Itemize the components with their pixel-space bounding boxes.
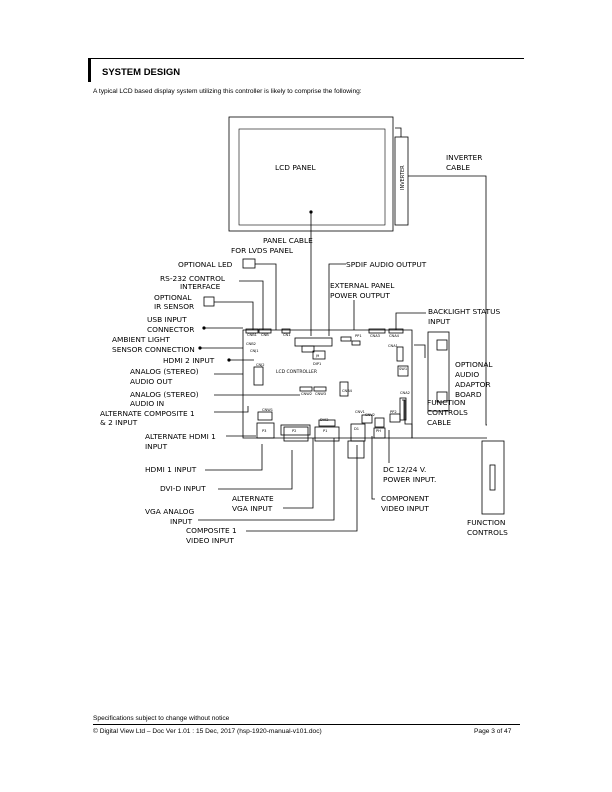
audio-in-label-1: ANALOG (STEREO) (130, 390, 199, 399)
lcd-panel-label: LCD PANEL (275, 163, 317, 172)
alt-vga-label-2: VGA INPUT (232, 504, 273, 513)
ir-sensor-icon (203, 296, 215, 307)
audio-board-label-3: ADAPTOR (455, 380, 491, 389)
usb-label-1: USB INPUT (147, 315, 187, 324)
vga-label-1: VGA ANALOG (145, 507, 194, 516)
ir-sensor-label-1: OPTIONAL (154, 293, 192, 302)
inverter-cable-label-2: CABLE (446, 163, 470, 172)
board-mark-ph: PH (376, 429, 381, 433)
led-icon (242, 258, 256, 269)
rs232-label-2: INTERFACE (180, 282, 221, 291)
function-controls-unit (481, 440, 505, 515)
board-mark-cnb4: CNB4 (342, 389, 353, 393)
alt-hdmi-label-1: ALTERNATE HDMI 1 (145, 432, 216, 441)
dc-power-label-1: DC 12/24 V. (383, 465, 426, 474)
board-mark-cna3: CNA3 (370, 334, 380, 338)
heading-left-bar (88, 58, 91, 82)
ambient-label-2: SENSOR CONNECTION (112, 345, 195, 354)
board-mark-cnb2: CNB2 (246, 342, 256, 346)
fn-cable-label-1: FUNCTION (427, 398, 465, 407)
audio-board-label-4: BOARD (455, 390, 482, 399)
board-label: LCD CONTROLLER (276, 369, 317, 375)
footer-note: Specifications subject to change without… (93, 715, 230, 722)
panel-cable-label-2: FOR LVDS PANEL (231, 246, 294, 255)
board-mark-p2: P2 (292, 429, 296, 433)
board-mark-pp1: PP1 (355, 334, 362, 338)
spdif-label: SPDIF AUDIO OUTPUT (346, 260, 427, 269)
ext-power-label-2: POWER OUTPUT (330, 291, 390, 300)
ext-power-label-1: EXTERNAL PANEL (330, 281, 395, 290)
section-heading: SYSTEM DESIGN (88, 58, 524, 82)
composite-jack (347, 440, 365, 459)
footer-page-number: Page 3 of 47 (474, 728, 512, 735)
section-title: SYSTEM DESIGN (102, 67, 181, 78)
fn-cable-label-2: CONTROLS (427, 408, 468, 417)
composite-label-2: VIDEO INPUT (186, 536, 234, 545)
board-mark-cnv2: CNV2 (365, 413, 375, 417)
audio-out-label-1: ANALOG (STEREO) (130, 367, 199, 376)
ir-sensor-label-2: IR SENSOR (154, 302, 194, 311)
heading-top-rule (88, 58, 524, 59)
rs232-label-1: RS-232 CONTROL (160, 274, 226, 283)
backlight-label-2: INPUT (428, 317, 451, 326)
dc-power-label-2: POWER INPUT. (383, 475, 436, 484)
audio-board-label-1: OPTIONAL (455, 360, 493, 369)
board-mark-sw1: SW1 (399, 367, 407, 371)
board-mark-d1: D1 (354, 427, 359, 431)
audio-adaptor-board (427, 331, 450, 412)
composite-label-1: COMPOSITE 1 (186, 526, 237, 535)
intro-text: A typical LCD based display system utili… (93, 88, 362, 95)
alt-composite-label-1: ALTERNATE COMPOSITE 1 (100, 409, 195, 418)
audio-out-label-2: AUDIO OUT (130, 377, 173, 386)
inverter-label: INVERTER (400, 165, 406, 190)
vga-label-2: INPUT (170, 517, 193, 526)
lcd-controller-board: LCD CONTROLLER CNB1 CNB CN1 CNB2 CNJ1 PP… (242, 328, 413, 442)
component-label-1: COMPONENT (381, 494, 429, 503)
board-mark-dvi2: DVI2 (320, 418, 329, 422)
audio-board-label-2: AUDIO (455, 370, 479, 379)
fn-controls-label-2: CONTROLS (467, 528, 508, 537)
usb-label-2: CONNECTOR (147, 325, 194, 334)
alt-hdmi-label-2: INPUT (145, 442, 168, 451)
board-mark-cnw2: CNW2 (301, 392, 312, 396)
alt-vga-label-1: ALTERNATE (232, 494, 274, 503)
optional-led-label: OPTIONAL LED (178, 260, 233, 269)
hdmi1-label: HDMI 1 INPUT (145, 465, 197, 474)
panel-cable-label-1: PANEL CABLE (263, 236, 313, 245)
board-mark-cnb1: CNB1 (247, 333, 257, 337)
board-mark-cnj2: CNJ2 (256, 363, 265, 367)
inverter: INVERTER (394, 136, 409, 226)
dvid-label: DVI-D INPUT (160, 484, 206, 493)
board-mark-cn1: CN1 (283, 333, 290, 337)
fn-controls-label-1: FUNCTION (467, 518, 505, 527)
component-label-2: VIDEO INPUT (381, 504, 429, 513)
board-mark-cnw3: CNW3 (315, 392, 326, 396)
inverter-cable-label-1: INVERTER (446, 153, 482, 162)
board-mark-cnj1: CNJ1 (250, 349, 259, 353)
footer-rule (93, 724, 520, 725)
board-mark-cna2: CNA2 (400, 391, 410, 395)
board-mark-cnv1: CNV1 (355, 410, 365, 414)
board-mark-p1: P1 (323, 429, 327, 433)
board-mark-cna4: CNA4 (389, 334, 400, 338)
backlight-label-1: BACKLIGHT STATUS (428, 307, 500, 316)
hdmi2-label: HDMI 2 INPUT (163, 356, 215, 365)
audio-in-label-2: AUDIO IN (130, 399, 164, 408)
fn-cable-label-3: CABLE (427, 418, 451, 427)
alt-composite-label-2: & 2 INPUT (100, 418, 138, 427)
board-mark-cna1: CNA1 (388, 344, 398, 348)
board-mark-p3: P3 (262, 429, 266, 433)
board-mark-pp2: PP2 (390, 410, 397, 414)
board-mark-cnw1: CNW1 (262, 408, 273, 412)
ambient-label-1: AMBIENT LIGHT (112, 335, 170, 344)
board-mark-dip1: DIP1 (313, 362, 321, 366)
board-mark-cnb: CNB (261, 333, 269, 337)
footer-doc-info: © Digital View Ltd – Doc Ver 1.01 : 15 D… (93, 728, 322, 735)
board-mark-j9: J9 (315, 354, 320, 358)
